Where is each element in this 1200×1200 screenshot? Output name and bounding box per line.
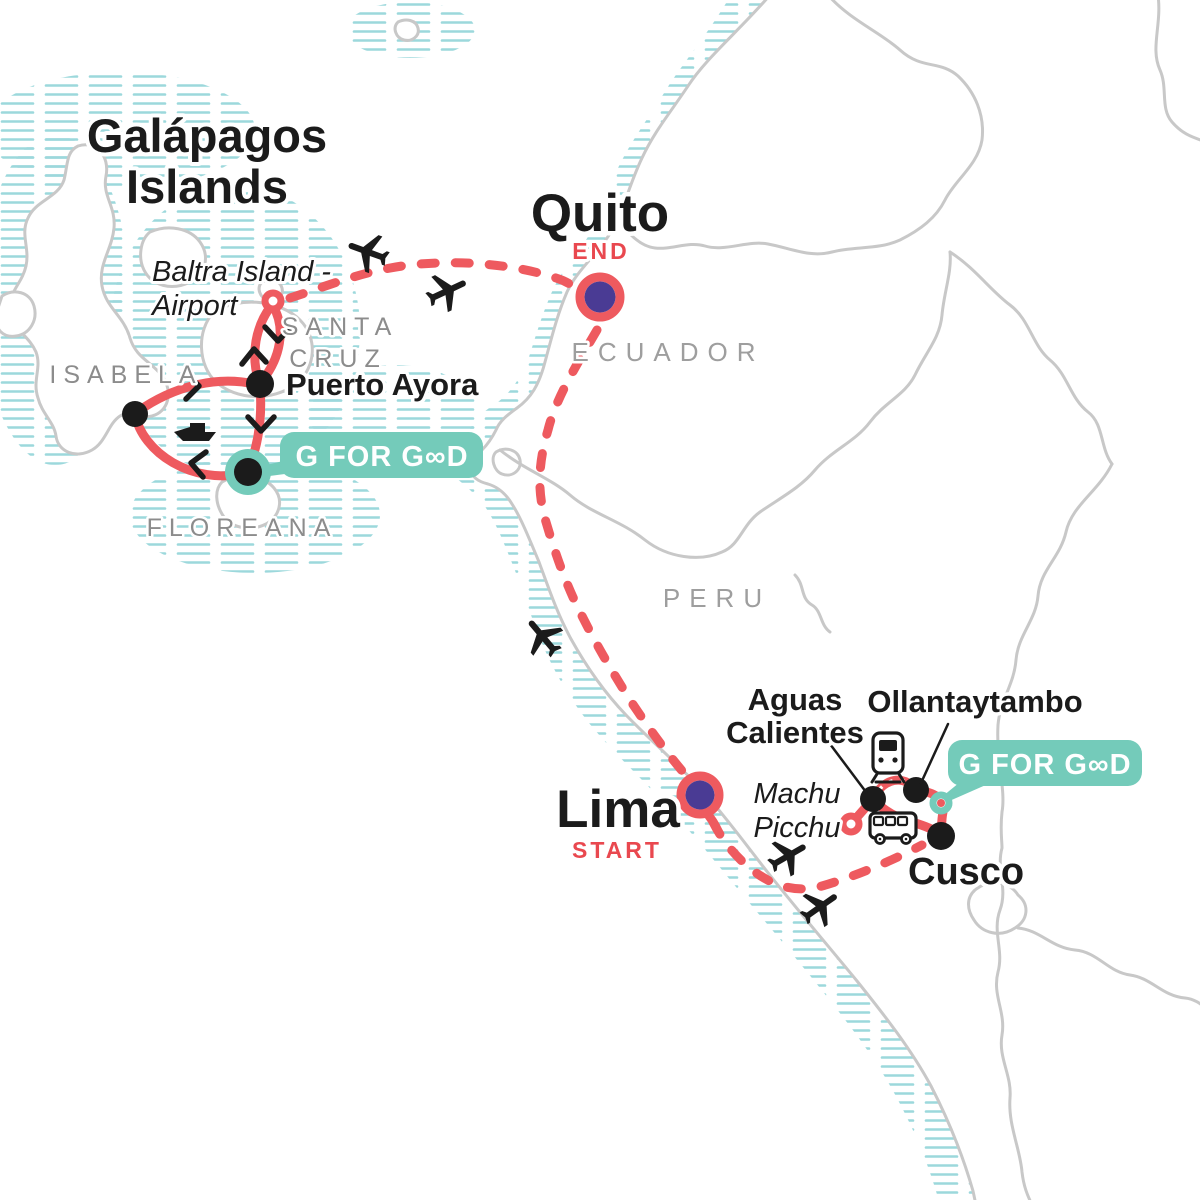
baltra-airport-marker bbox=[261, 289, 285, 313]
ollantaytambo-marker bbox=[903, 777, 929, 803]
chevron-baltra-loop-down bbox=[262, 324, 294, 344]
puerto-ayora-marker bbox=[246, 370, 274, 398]
peru-label: PERU bbox=[663, 583, 771, 613]
puerto-ayora-label: Puerto Ayora bbox=[286, 367, 479, 402]
border-peru-brazil-east bbox=[995, 462, 1114, 1200]
ollantaytambo-label: Ollantaytambo bbox=[867, 684, 1082, 719]
lima-tag-start: START bbox=[572, 837, 662, 863]
baltra-label-line1: Baltra Island - bbox=[152, 256, 331, 288]
bus-icon bbox=[868, 811, 918, 845]
transport-icons bbox=[174, 226, 918, 935]
border-peru-bolivia bbox=[1016, 926, 1200, 1006]
map-labels: Galápagos Islands Quito END ECUADOR PERU… bbox=[47, 105, 1086, 897]
quito-marker-core bbox=[584, 281, 616, 313]
chevron-floreana-down bbox=[245, 414, 277, 434]
baltra-label-line2: Airport bbox=[150, 290, 239, 322]
islet-north-outline bbox=[393, 18, 420, 42]
train-icon bbox=[870, 731, 906, 784]
quito-tag-end: END bbox=[572, 238, 630, 264]
border-peru-brazil-north bbox=[948, 250, 1114, 466]
route-direction-chevrons bbox=[183, 324, 294, 480]
coastline-path bbox=[469, 0, 977, 1200]
border-colombia-ecuador bbox=[628, 0, 985, 256]
landmass-and-borders bbox=[469, 0, 1200, 1200]
g-for-good-marker-cusco-core bbox=[937, 799, 945, 807]
border-top-right-squiggle bbox=[1154, 0, 1200, 142]
river-squiggle-peru bbox=[793, 573, 832, 634]
stop-markers bbox=[122, 272, 955, 850]
badges: G FOR G∞D G FOR G∞D bbox=[246, 432, 1142, 806]
region-title-line2: Islands bbox=[126, 160, 288, 213]
quito-label: Quito bbox=[531, 184, 669, 243]
floreana-marker bbox=[234, 458, 262, 486]
isabela-label: ISABELA bbox=[49, 361, 202, 389]
flight-baltra-to-quito bbox=[285, 258, 583, 303]
aguas-calientes-leader bbox=[828, 742, 868, 794]
fernandina-island-outline bbox=[0, 290, 37, 338]
isabela-island-outline bbox=[8, 143, 170, 456]
lima-marker-ring bbox=[676, 771, 724, 819]
quito-marker-ring bbox=[575, 272, 625, 322]
machu-picchu-marker bbox=[839, 812, 863, 836]
ecuador-label: ECUADOR bbox=[571, 337, 764, 367]
border-ecuador-peru bbox=[498, 250, 952, 559]
machu-picchu-label-line1: Machu bbox=[753, 778, 840, 810]
g-for-good-badge-cusco bbox=[948, 740, 1142, 786]
lima-marker-core bbox=[685, 780, 715, 810]
chevron-floreana-west bbox=[188, 449, 209, 480]
cusco-label: Cusco bbox=[908, 851, 1024, 893]
isabela-marker bbox=[122, 401, 148, 427]
chevron-baltra-loop-up bbox=[239, 346, 269, 367]
santa-cruz-label-line1: SANTA bbox=[282, 313, 399, 341]
santa-cruz-label-line2: CRUZ bbox=[289, 345, 386, 373]
machu-picchu-label-line2: Picchu bbox=[753, 812, 840, 844]
gulf-island-outline bbox=[491, 447, 522, 477]
boat-icon bbox=[174, 423, 216, 441]
leader-lines bbox=[828, 722, 950, 794]
aguas-calientes-label-line1: Aguas bbox=[748, 682, 843, 717]
cusco-marker bbox=[927, 822, 955, 850]
airplane-icon bbox=[420, 264, 474, 318]
g-for-good-badge-cusco-label: G FOR G∞D bbox=[958, 749, 1131, 781]
ollantaytambo-leader bbox=[919, 722, 950, 785]
chevron-isabela-east bbox=[183, 370, 202, 402]
g-for-good-badge-galapagos bbox=[280, 432, 483, 478]
g-for-good-badge-galapagos-label: G FOR G∞D bbox=[295, 441, 468, 473]
lake-titicaca-outline bbox=[967, 881, 1028, 935]
flight-quito-to-lima bbox=[535, 325, 695, 785]
santiago-island-outline bbox=[139, 226, 207, 288]
floreana-label: FLOREANA bbox=[147, 514, 338, 542]
aguas-calientes-label-line2: Calientes bbox=[726, 715, 864, 750]
lima-label: Lima bbox=[556, 780, 680, 839]
flight-lima-to-cusco bbox=[708, 817, 927, 894]
region-title-line1: Galápagos bbox=[87, 109, 327, 162]
